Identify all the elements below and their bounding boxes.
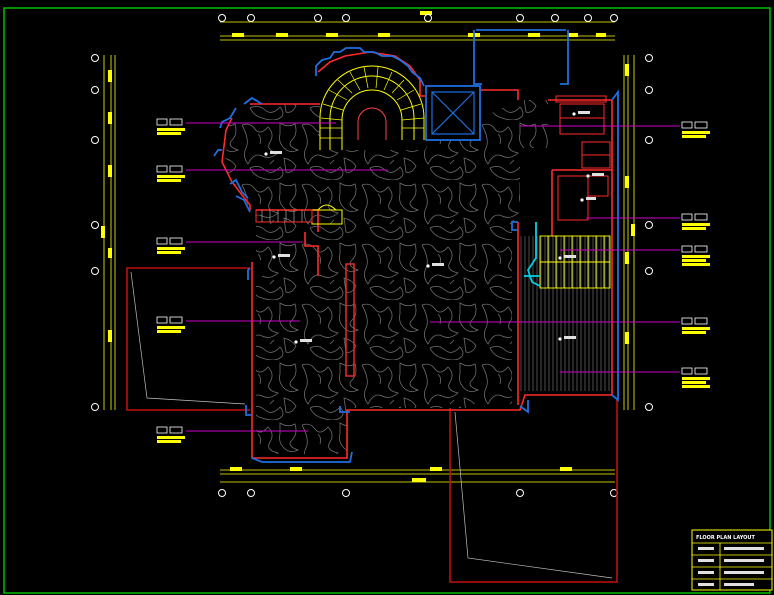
material-leaders: [186, 122, 680, 432]
bottom-dimension-chain: [220, 467, 615, 483]
corridor-wall: [345, 263, 355, 377]
structural-walls: [213, 29, 619, 463]
bottom-grid-axis-bubbles: [218, 489, 618, 497]
side-staircase: [539, 235, 611, 289]
site-boundary-inner: [130, 271, 613, 579]
left-grid-axis-bubbles: [91, 54, 99, 411]
title-block: FLOOR PLAN LAYOUT: [691, 529, 773, 591]
bar-counter: [255, 204, 343, 225]
spiral-staircase: [319, 65, 425, 150]
title-block-heading: FLOOR PLAN LAYOUT: [696, 535, 755, 541]
top-dimension-chain: [220, 11, 615, 41]
right-grid-axis-bubbles: [645, 54, 653, 411]
level-markers: [264, 111, 604, 344]
elevator-shaft: [431, 91, 475, 135]
right-dimension-chain: [623, 55, 635, 410]
top-grid-axis-bubbles: [218, 14, 618, 22]
site-boundary: [126, 267, 618, 583]
stair-landing-accent: [524, 222, 541, 287]
wood-floor-area: [520, 236, 610, 391]
left-dimension-chain: [101, 55, 116, 410]
drawing-frame: [3, 7, 771, 594]
material-tags-right: [681, 121, 710, 388]
material-tags-left: [156, 118, 185, 443]
stone-floor-area: [225, 100, 548, 454]
kitchen-fixtures: [555, 95, 611, 221]
